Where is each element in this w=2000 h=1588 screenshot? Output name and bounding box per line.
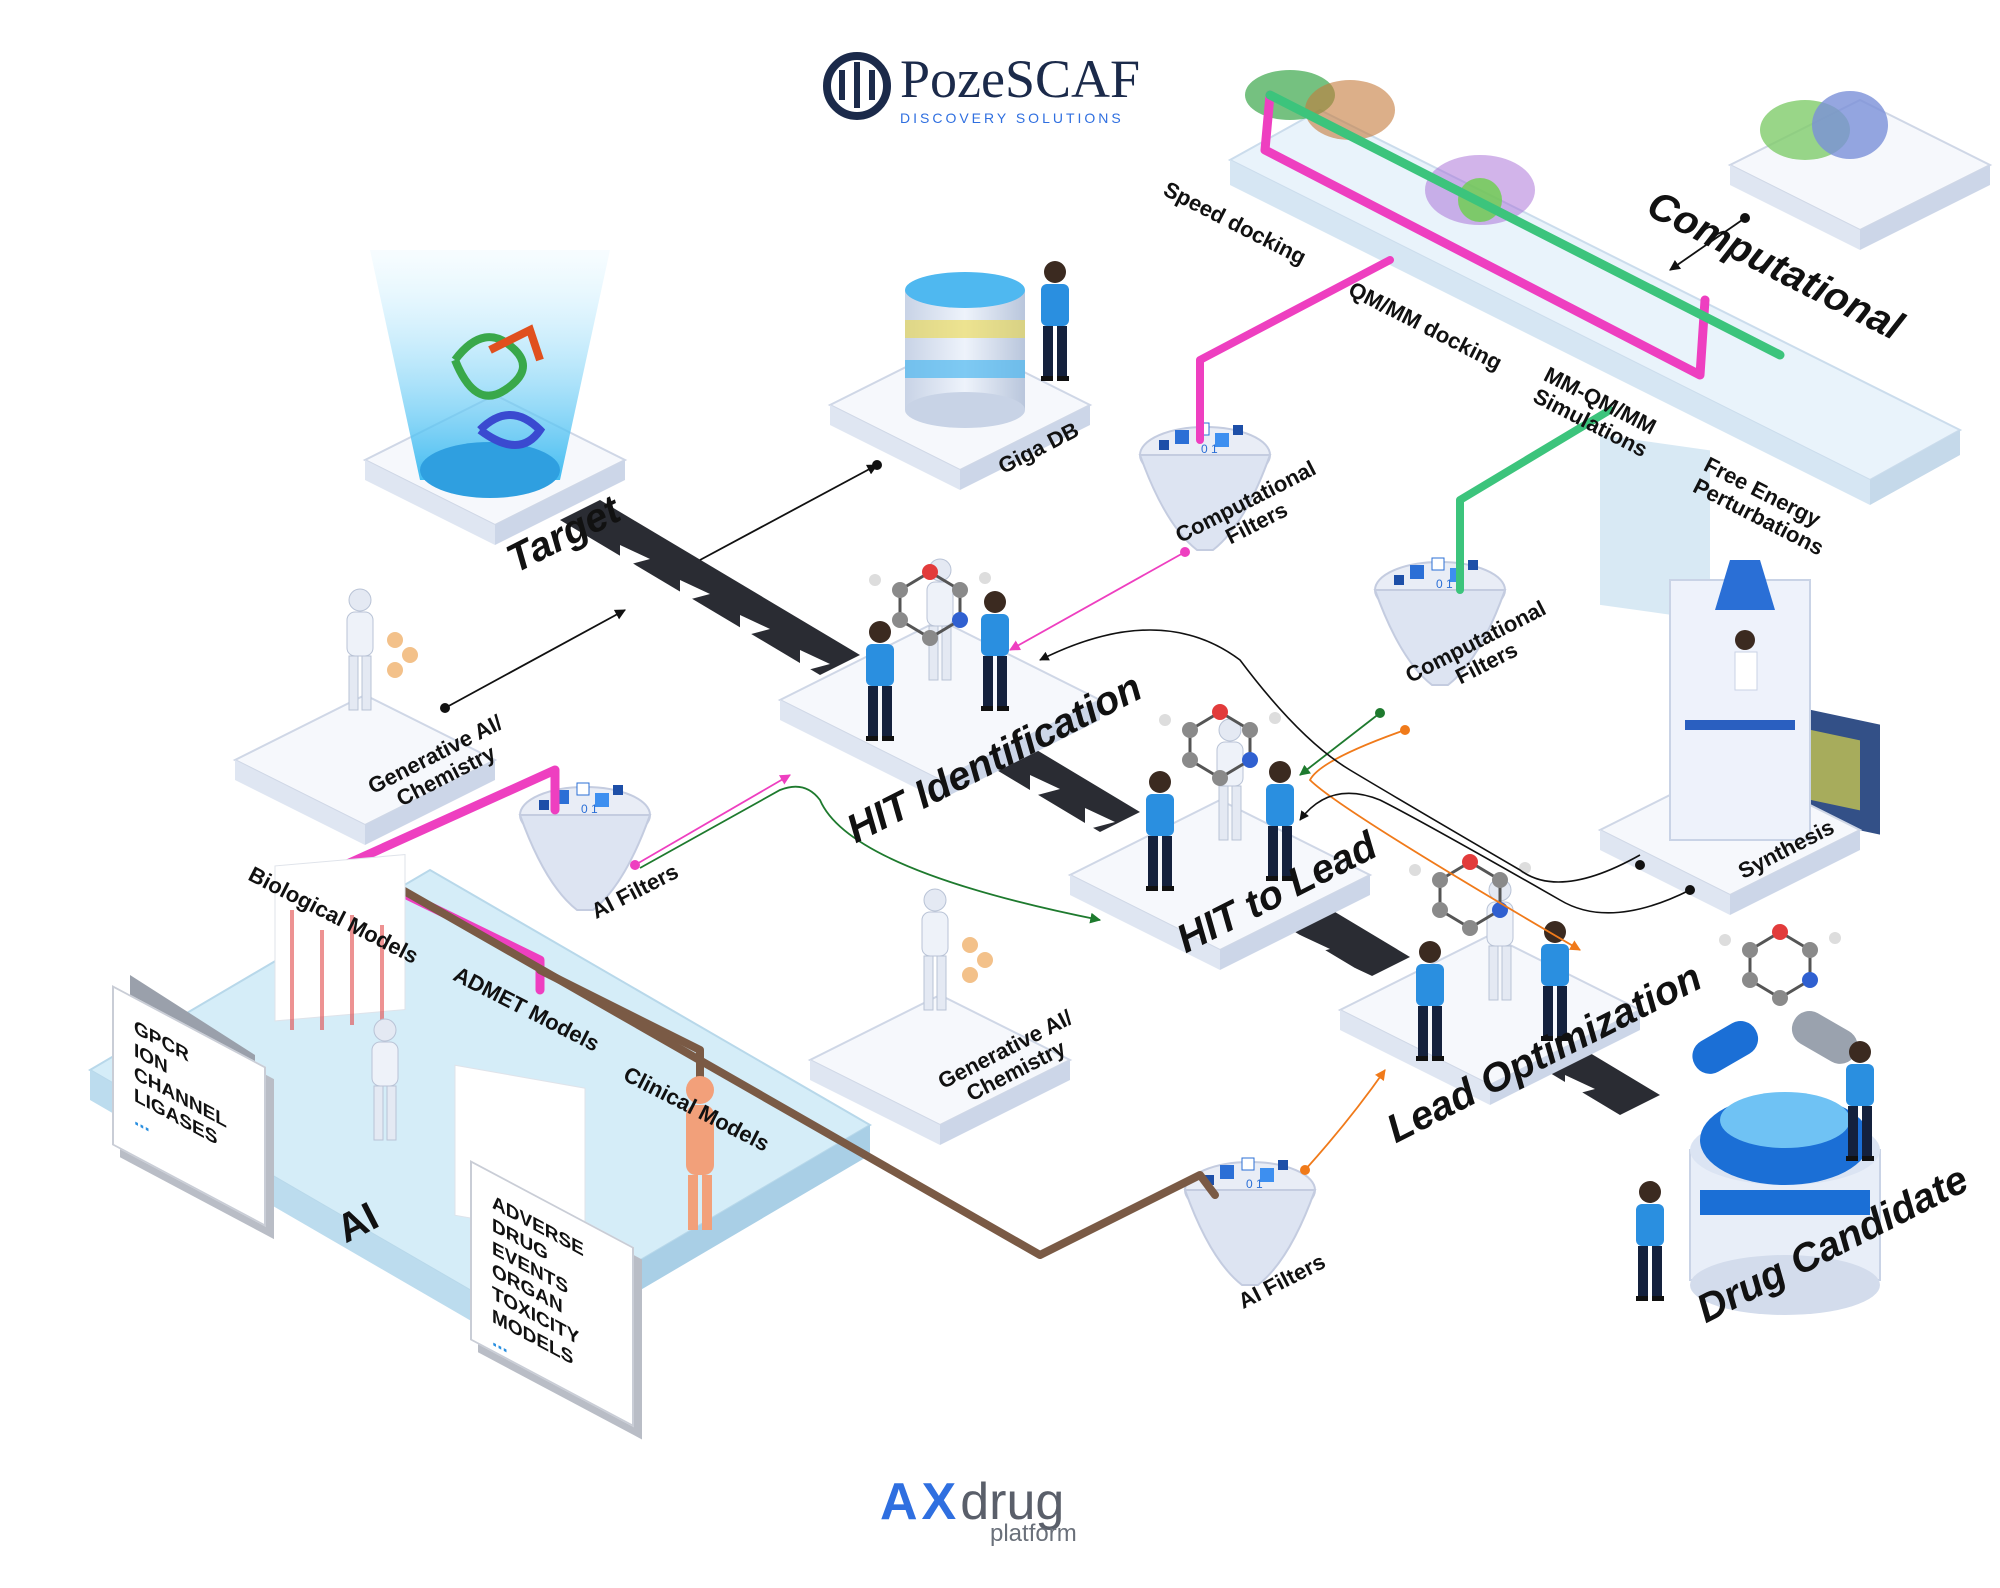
connector-lines <box>440 213 1750 1175</box>
giga-db-platform <box>829 261 1091 491</box>
hit-id-platform <box>777 558 1103 800</box>
hit-to-lead-platform <box>1067 702 1373 970</box>
gen-ai-platform-1 <box>234 588 496 846</box>
pozescaf-name: PozeSCAF <box>900 49 1141 109</box>
axdrug-ax: AX <box>880 1473 961 1531</box>
gen-ai-platform-2 <box>809 888 1071 1146</box>
pozescaf-tagline: DISCOVERY SOLUTIONS <box>900 110 1124 126</box>
axdrug-drug: drug <box>960 1473 1065 1531</box>
synthesis-platform <box>1599 560 1861 916</box>
pozescaf-logo-mark <box>823 52 891 120</box>
axdrug-platform: platform <box>990 1520 1077 1547</box>
axdrug-brand: AXdrug platform <box>880 1472 1077 1548</box>
computational-top-platform <box>1729 91 1991 251</box>
pozescaf-brand: PozeSCAF DISCOVERY SOLUTIONS <box>900 52 1140 126</box>
target-platform <box>362 250 628 545</box>
drug-candidate-platform <box>1636 922 1881 1315</box>
lead-opt-platform <box>1337 852 1643 1105</box>
